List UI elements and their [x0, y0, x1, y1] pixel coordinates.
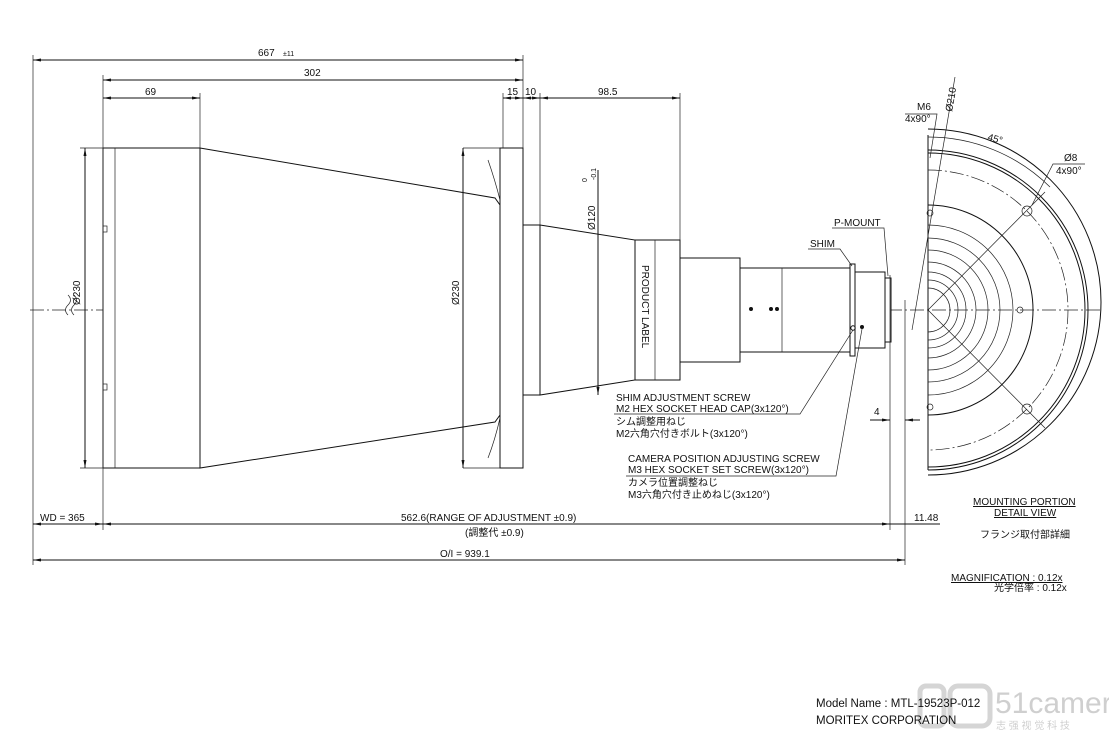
- watermark-logo: 51camera 志 强 视 觉 科 技: [917, 683, 1109, 732]
- svg-text:51camera: 51camera: [995, 687, 1109, 720]
- dim-spacer: 10: [525, 87, 537, 98]
- dim-dia-rear: Ø120: [587, 205, 598, 230]
- m6-count: 4x90°: [905, 114, 931, 125]
- detail-title-jp: フランジ取付部詳細: [980, 528, 1070, 541]
- shim-screw-jp1: シム調整用ねじ: [616, 415, 686, 428]
- dim-dia-flange: Ø230: [451, 280, 462, 305]
- dim-dia-rear-tol-lower: -0.1: [591, 168, 598, 180]
- product-label-text: PRODUCT LABEL: [639, 265, 650, 349]
- lens-body: PRODUCT LABEL: [102, 147, 892, 469]
- dim-wd: WD = 365: [40, 513, 85, 524]
- dim-dia-front: Ø230: [72, 280, 83, 305]
- dim-body: 302: [304, 68, 321, 79]
- dia8-label: Ø8: [1064, 153, 1078, 164]
- shim-label: SHIM: [810, 239, 835, 250]
- dim-range-jp: (調整代 ±0.9): [465, 526, 524, 539]
- dim-overall-tol: ±11: [283, 51, 294, 58]
- leaders: [614, 227, 889, 477]
- dim-back-focus: 11.48: [914, 513, 939, 524]
- dim-dia-rear-tol-upper: 0: [582, 178, 589, 182]
- dim-gap: 4: [874, 407, 880, 418]
- mounting-detail-view: [905, 76, 1102, 476]
- dia8-count: 4x90°: [1056, 166, 1082, 177]
- dim-front: 69: [145, 87, 157, 98]
- angle-label: 45°: [986, 132, 1003, 147]
- cam-screw-en1: CAMERA POSITION ADJUSTING SCREW: [628, 454, 820, 465]
- detail-title-1: MOUNTING PORTION: [973, 497, 1076, 508]
- dim-flange: 15: [507, 87, 519, 98]
- dim-overall: 667: [258, 48, 275, 59]
- cam-screw-en2: M3 HEX SOCKET SET SCREW(3x120°): [628, 465, 809, 476]
- magnification-jp: 光学倍率 : 0.12x: [994, 581, 1067, 594]
- cam-screw-jp2: M3六角穴付き止めねじ(3x120°): [628, 488, 770, 501]
- magnification-en: MAGNIFICATION : 0.12x: [951, 573, 1063, 584]
- shim-screw-en2: M2 HEX SOCKET HEAD CAP(3x120°): [616, 404, 789, 415]
- p-mount-label: P-MOUNT: [834, 218, 881, 229]
- detail-title-2: DETAIL VIEW: [994, 508, 1057, 519]
- dimensions: [32, 55, 940, 565]
- company-name: MORITEX CORPORATION: [816, 715, 957, 727]
- m6-label: M6: [917, 102, 931, 113]
- dim-range: 562.6(RANGE OF ADJUSTMENT ±0.9): [401, 513, 576, 524]
- p-mount: [884, 277, 892, 343]
- cam-screw-jp1: カメラ位置調整ねじ: [628, 476, 718, 489]
- shim-screw-jp2: M2六角穴付きボルト(3x120°): [616, 427, 748, 440]
- model-name: Model Name : MTL-19523P-012: [816, 698, 981, 710]
- shim: [849, 263, 856, 357]
- svg-text:志 强 视 觉 科 技: 志 强 视 觉 科 技: [996, 719, 1070, 732]
- dia210-label: Ø210: [944, 86, 959, 112]
- dim-oi: O/I = 939.1: [440, 549, 490, 560]
- dim-rear: 98.5: [598, 87, 618, 98]
- shim-screw-en1: SHIM ADJUSTMENT SCREW: [616, 393, 751, 404]
